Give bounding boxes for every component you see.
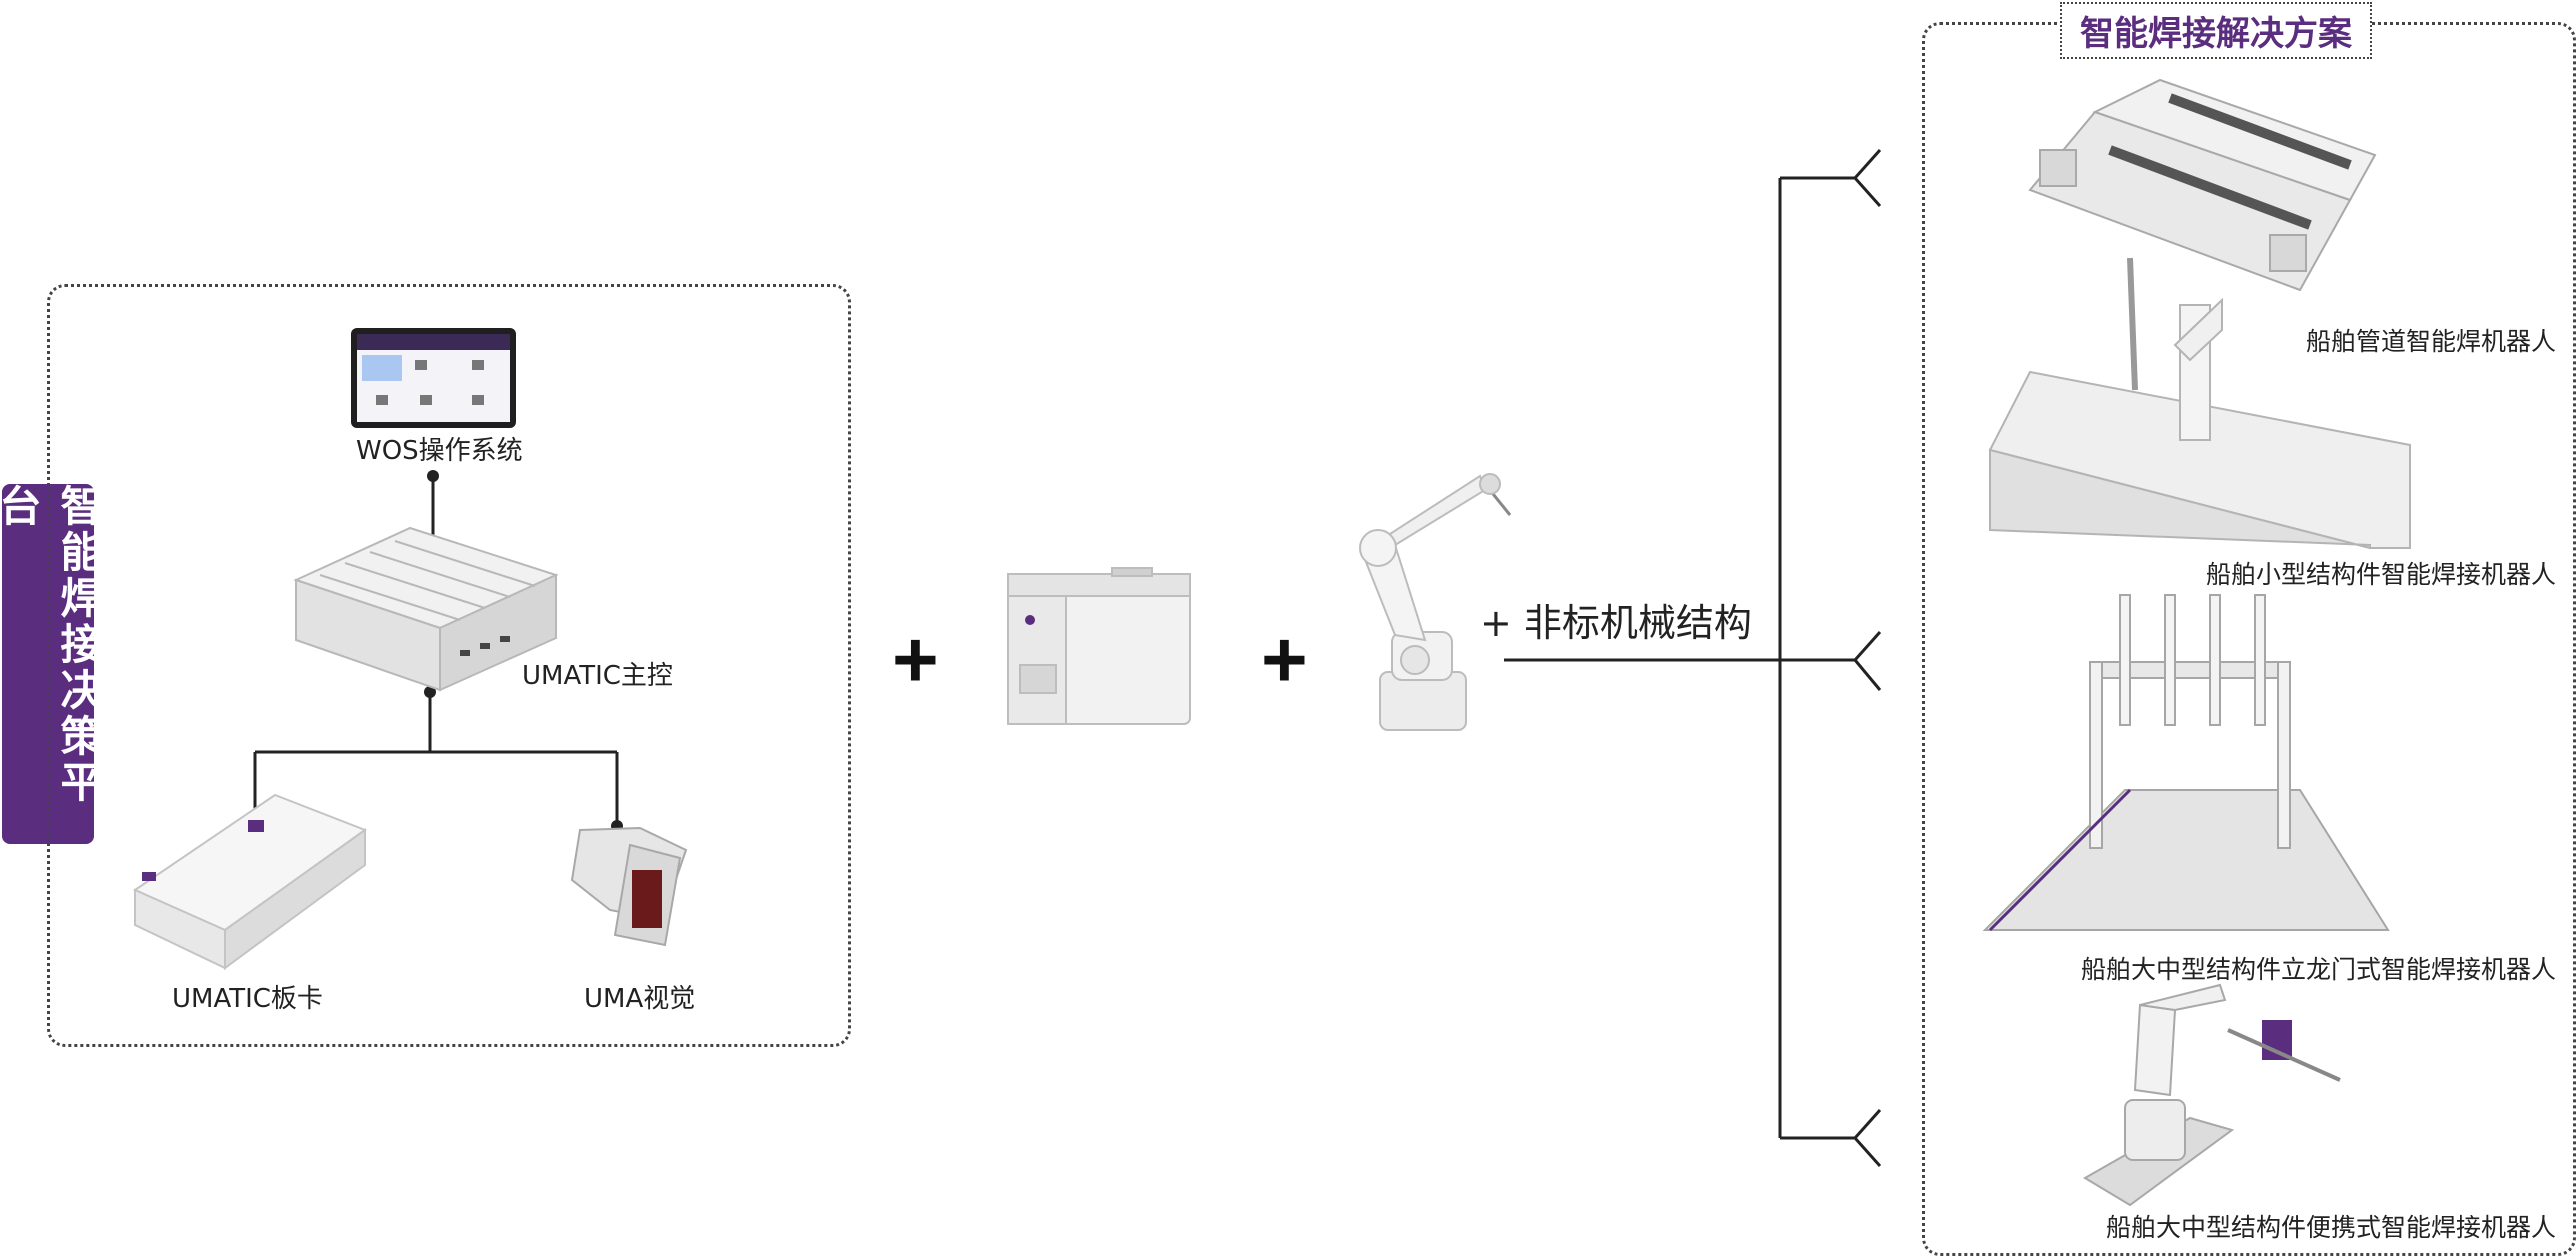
welding-power-source-icon: [1007, 567, 1191, 725]
wos-label: WOS操作系统: [356, 436, 523, 466]
decision-platform-label: 智能焊接决策平台: [0, 484, 103, 806]
uma-vision-camera-icon: [570, 826, 688, 947]
umatic-controller-icon: [293, 526, 559, 692]
platform-group: [47, 284, 851, 1047]
solutions-group: [1922, 22, 2576, 1256]
plus-sign: +: [892, 615, 939, 704]
wos-tablet-icon: [351, 328, 516, 428]
connector-dot: [427, 470, 439, 482]
robot-arm-icon: [1359, 473, 1512, 731]
pipe-welding-robot-icon: [2028, 78, 2377, 292]
solution-label: 船舶大中型结构件立龙门式智能焊接机器人: [2080, 955, 2556, 984]
umatic-board-icon: [132, 793, 368, 970]
umatic-main-label: UMATIC主控: [522, 661, 673, 691]
nonstandard-structure-label: + 非标机械结构: [1480, 601, 1752, 645]
solution-bracket: [1504, 149, 1882, 1167]
solution-label: 船舶小型结构件智能焊接机器人: [2205, 560, 2556, 589]
solutions-title: 智能焊接解决方案: [2060, 2, 2372, 59]
solution-label: 船舶管道智能焊机器人: [2305, 327, 2556, 356]
plus-sign: +: [1261, 615, 1308, 704]
gantry-robot-icon: [1982, 594, 2390, 932]
umatic-card-label: UMATIC板卡: [172, 984, 323, 1014]
small-structure-robot-icon: [1988, 257, 2411, 550]
solution-label: 船舶大中型结构件便携式智能焊接机器人: [2105, 1213, 2556, 1242]
portable-robot-icon: [2083, 983, 2341, 1207]
connector-dot: [424, 686, 436, 698]
uma-vision-label: UMA视觉: [584, 984, 696, 1014]
